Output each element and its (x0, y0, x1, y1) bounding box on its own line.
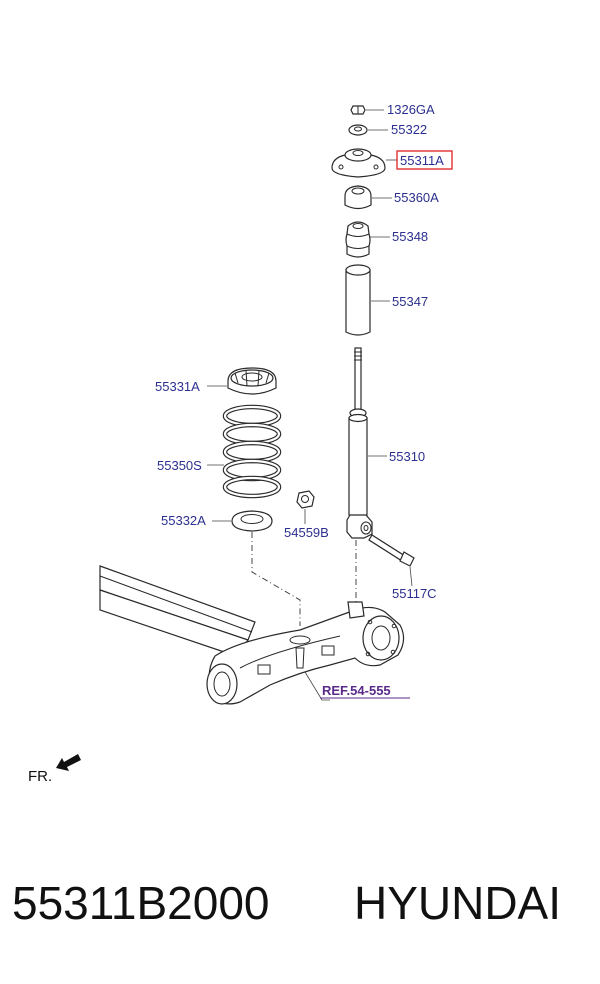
shock-absorber-part (346, 347, 373, 539)
coil-spring-part (222, 404, 282, 499)
strut-mount-part (331, 148, 386, 178)
label-55350S: 55350S (157, 458, 202, 473)
label-54559B: 54559B (284, 525, 329, 540)
label-ref-54-555: REF.54-555 (322, 683, 391, 698)
dust-cover-part (345, 264, 371, 336)
mounting-bolt-part (368, 534, 415, 567)
label-55117C: 55117C (392, 586, 437, 601)
flange-nut-part (296, 490, 315, 509)
lower-spring-seat-part (231, 510, 273, 532)
front-direction-label: FR. (28, 768, 52, 785)
label-55311A: 55311A (400, 153, 444, 168)
label-55332A: 55332A (161, 513, 206, 528)
highlight-box (396, 150, 453, 170)
label-55322: 55322 (391, 122, 427, 137)
bump-stop-cup-part (344, 185, 372, 210)
label-55348: 55348 (392, 229, 428, 244)
label-55360A: 55360A (394, 190, 439, 205)
brand-name: HYUNDAI (354, 877, 562, 929)
label-55331A: 55331A (155, 379, 200, 394)
washer-part (348, 124, 368, 136)
label-55347: 55347 (392, 294, 428, 309)
upper-spring-seat-part (227, 367, 277, 395)
label-1326GA: 1326GA (387, 102, 435, 117)
rear-axle-beam (99, 565, 405, 705)
front-arrow-icon (56, 754, 81, 771)
part-number: 55311B2000 (12, 877, 270, 929)
product-caption: 55311B2000 HYUNDAI (0, 876, 600, 946)
label-55310: 55310 (389, 449, 425, 464)
bump-stopper-part (345, 221, 371, 258)
lock-nut-part (350, 105, 366, 115)
